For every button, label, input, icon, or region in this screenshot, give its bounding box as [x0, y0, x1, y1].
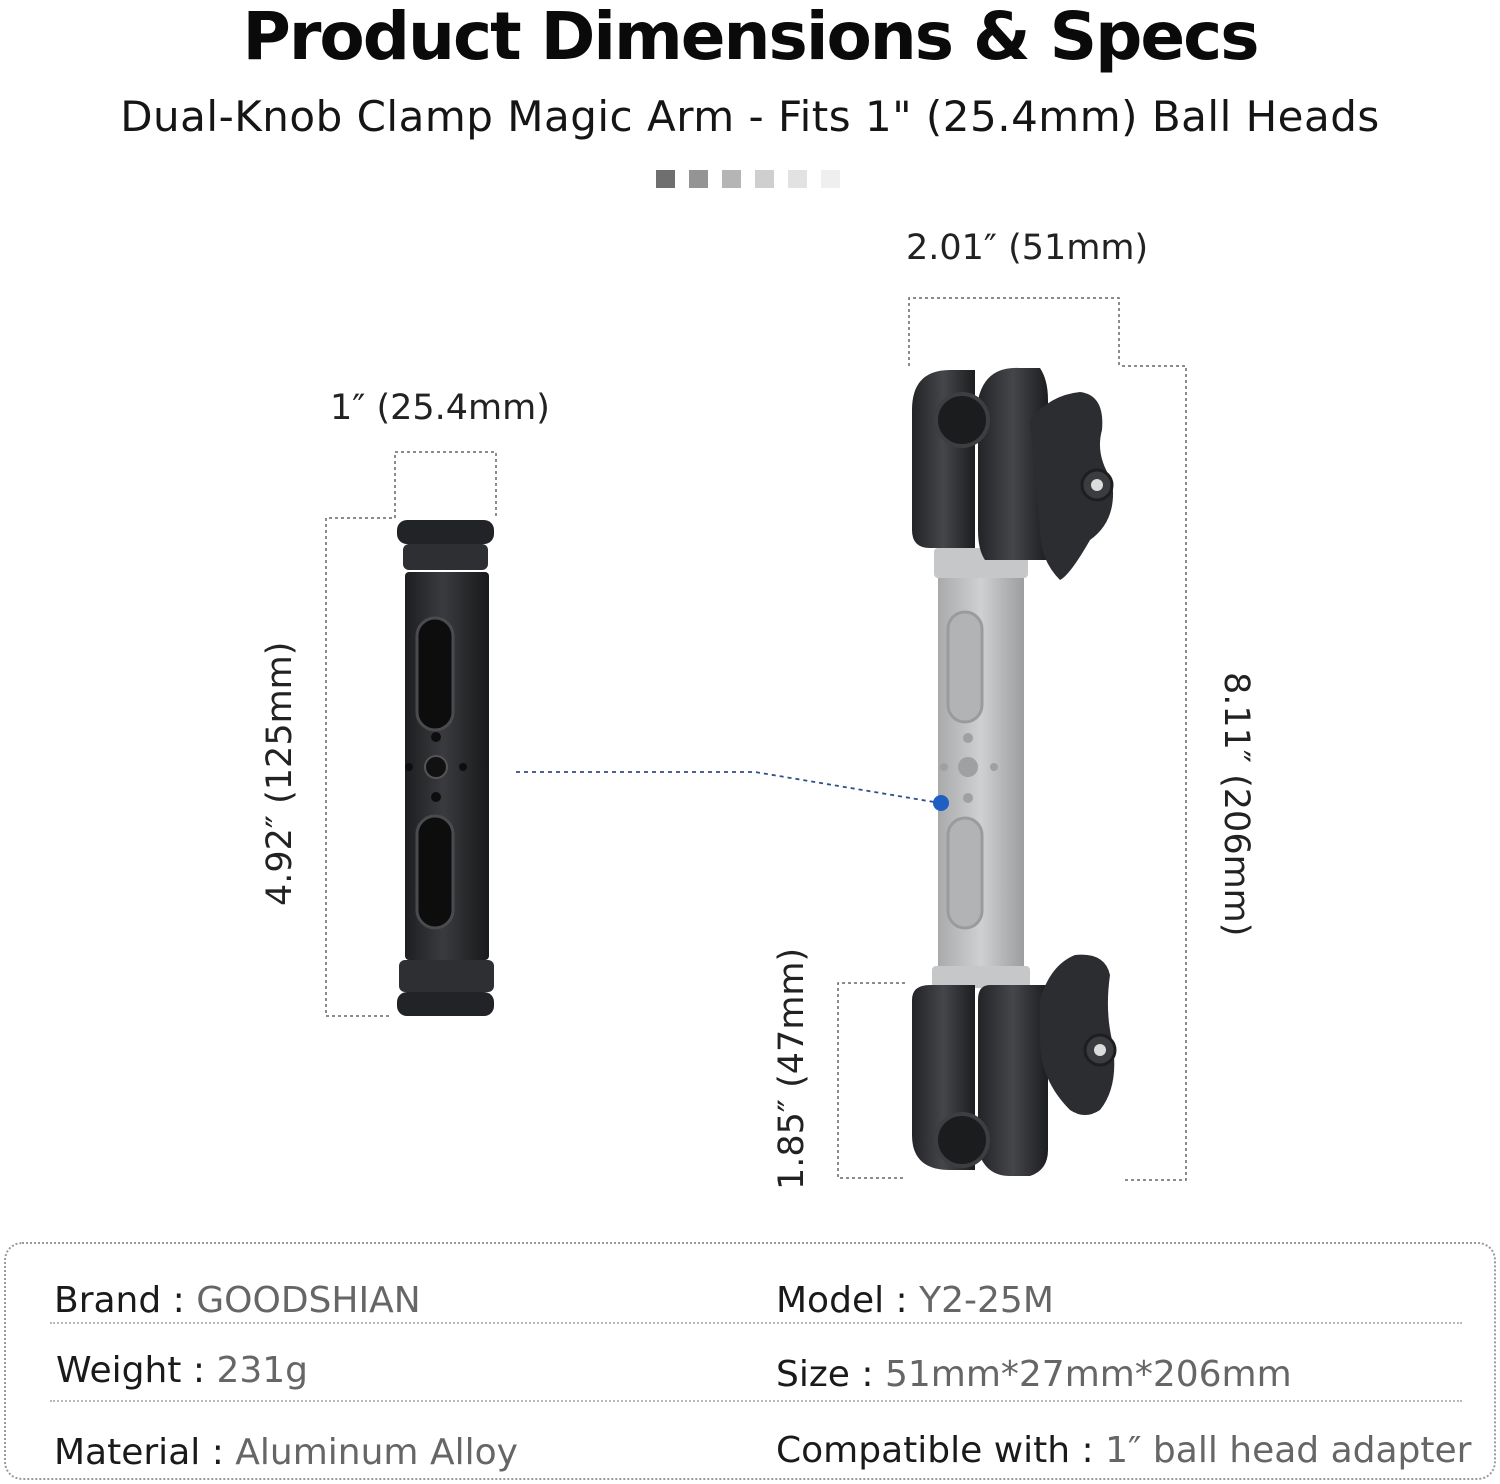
- specs-table: Brand : GOODSHIAN Model : Y2-25M Weight …: [4, 1242, 1496, 1480]
- swatch-4: [755, 170, 774, 188]
- clamp-height-label: 1.85″ (47mm): [772, 947, 812, 1190]
- spec-material: Material : Aluminum Alloy: [54, 1432, 518, 1473]
- swatch-6: [821, 170, 840, 188]
- rod-width-label: 1″ (25.4mm): [330, 388, 550, 428]
- spec-brand: Brand : GOODSHIAN: [54, 1280, 421, 1321]
- spec-brand-value: GOODSHIAN: [196, 1280, 421, 1321]
- spec-material-label: Material :: [54, 1432, 224, 1473]
- row-divider: [50, 1322, 1462, 1324]
- spec-size-label: Size :: [776, 1354, 874, 1395]
- spec-size: Size : 51mm*27mm*206mm: [776, 1354, 1292, 1395]
- spec-model: Model : Y2-25M: [776, 1280, 1054, 1321]
- page-title: Product Dimensions & Specs: [242, 0, 1259, 75]
- spec-material-value: Aluminum Alloy: [235, 1432, 518, 1473]
- spec-weight-label: Weight :: [56, 1350, 205, 1391]
- row-divider: [50, 1400, 1462, 1402]
- swatch-3: [722, 170, 741, 188]
- extension-rod: [397, 520, 494, 1016]
- spec-brand-label: Brand :: [54, 1280, 185, 1321]
- spec-weight: Weight : 231g: [56, 1350, 308, 1391]
- swatch-2: [689, 170, 708, 188]
- spec-compatible: Compatible with : 1″ ball head adapter: [776, 1430, 1471, 1471]
- connector-line: [516, 771, 941, 804]
- page-subtitle: Dual-Knob Clamp Magic Arm - Fits 1" (25.…: [120, 92, 1380, 141]
- magic-arm: [912, 367, 1117, 1176]
- arm-dimension-lines: [837, 297, 1187, 1181]
- spec-compatible-label: Compatible with :: [776, 1430, 1094, 1471]
- spec-model-value: Y2-25M: [919, 1280, 1054, 1321]
- rod-dimension-lines: [325, 451, 497, 1017]
- rod-length-label: 4.92″ (125mm): [260, 641, 300, 906]
- dimension-diagram: [325, 297, 1187, 1181]
- spec-weight-value: 231g: [216, 1350, 309, 1391]
- swatch-1: [656, 170, 675, 188]
- spec-compatible-value: 1″ ball head adapter: [1105, 1430, 1472, 1471]
- highlight-dot: [933, 795, 949, 811]
- spec-size-value: 51mm*27mm*206mm: [884, 1354, 1292, 1395]
- gradient-swatches: [656, 170, 840, 188]
- arm-width-label: 2.01″ (51mm): [906, 228, 1149, 268]
- spec-model-label: Model :: [776, 1280, 908, 1321]
- arm-length-label: 8.11″ (206mm): [1216, 672, 1256, 937]
- swatch-5: [788, 170, 807, 188]
